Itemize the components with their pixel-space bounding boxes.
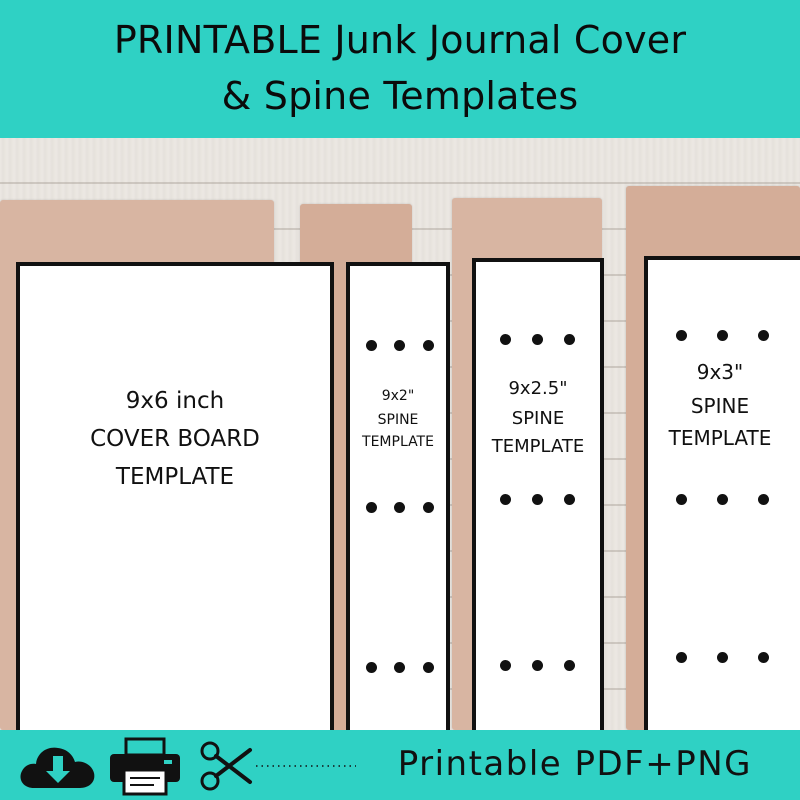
cloud-download-icon — [20, 747, 95, 788]
punch-hole — [366, 662, 377, 673]
punch-hole — [564, 660, 575, 671]
title-line-1: PRINTABLE Junk Journal Cover — [113, 18, 687, 62]
spine-template-9x3: 9x3" SPINE TEMPLATE — [644, 256, 800, 734]
punch-hole — [500, 334, 511, 345]
punch-hole — [532, 660, 543, 671]
spine-template-9x2: 9x2" SPINE TEMPLATE — [346, 262, 450, 734]
punch-hole — [717, 494, 728, 505]
spine3-template-label: TEMPLATE — [668, 426, 772, 450]
title-line-2: & Spine Templates — [221, 74, 579, 118]
punch-hole — [717, 652, 728, 663]
punch-hole — [564, 334, 575, 345]
header-banner: PRINTABLE Junk Journal Cover & Spine Tem… — [0, 0, 800, 138]
spine2-template-label: TEMPLATE — [491, 436, 585, 457]
cover-board-template: 9x6 inch COVER BOARD TEMPLATE — [16, 262, 334, 734]
format-label: Printable PDF+PNG — [397, 744, 752, 784]
punch-hole — [394, 502, 405, 513]
printer-icon — [110, 737, 180, 796]
spine2-size-label: 9x2.5" — [508, 378, 568, 399]
footer-banner: Printable PDF+PNG — [0, 730, 800, 800]
punch-hole — [676, 652, 687, 663]
punch-hole — [758, 330, 769, 341]
punch-hole — [423, 662, 434, 673]
spine3-type-label: SPINE — [690, 394, 750, 418]
spine1-type-label: SPINE — [377, 412, 419, 428]
cover-template-label: TEMPLATE — [115, 464, 235, 490]
cover-size-label: 9x6 inch — [125, 388, 225, 414]
cover-type-label: COVER BOARD — [90, 426, 260, 452]
punch-hole — [758, 494, 769, 505]
spine1-size-label: 9x2" — [381, 388, 415, 404]
punch-hole — [532, 334, 543, 345]
punch-hole — [564, 494, 575, 505]
punch-hole — [676, 494, 687, 505]
punch-hole — [366, 340, 377, 351]
punch-hole — [423, 502, 434, 513]
scissors-icon — [200, 741, 356, 791]
spine2-type-label: SPINE — [511, 408, 565, 429]
punch-hole — [717, 330, 728, 341]
spine1-template-label: TEMPLATE — [362, 434, 434, 450]
spine3-size-label: 9x3" — [696, 360, 744, 384]
spine-template-9x2-5: 9x2.5" SPINE TEMPLATE — [472, 258, 604, 734]
punch-hole — [532, 494, 543, 505]
punch-hole — [500, 494, 511, 505]
punch-hole — [366, 502, 377, 513]
punch-hole — [758, 652, 769, 663]
punch-hole — [394, 340, 405, 351]
punch-hole — [676, 330, 687, 341]
punch-hole — [394, 662, 405, 673]
punch-hole — [500, 660, 511, 671]
punch-hole — [423, 340, 434, 351]
